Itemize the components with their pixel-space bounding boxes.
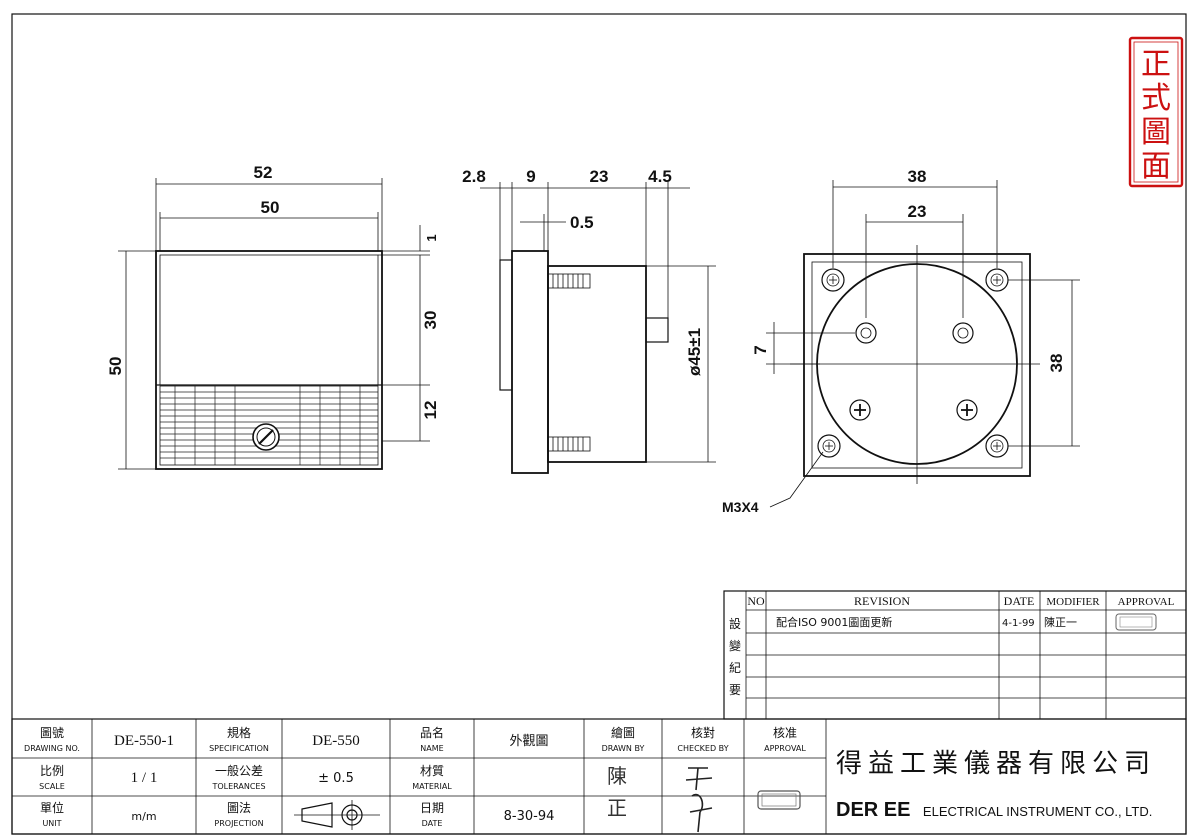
- revision-table: 設 變 紀 要 NO REVISION DATE MODIFIER APPROV…: [723, 590, 1187, 720]
- side-terminal: [645, 317, 669, 343]
- side-view: 2.8 9 23 4.5 0.5 ø45±1: [462, 167, 716, 474]
- spec-value: DE-550: [312, 733, 360, 749]
- drawing-no-label-cn: 圖號: [40, 726, 64, 740]
- dim-label: 12: [421, 401, 440, 420]
- revision-side-label: 紀: [729, 661, 741, 675]
- tolerances-label-cn: 一般公差: [215, 763, 263, 778]
- dim-label: 50: [261, 198, 280, 217]
- tolerances-label-en: TOLERANCES: [211, 782, 265, 791]
- terminal-screw-icon: [855, 322, 877, 344]
- dim-label: 52: [254, 163, 273, 182]
- side-glass: [499, 259, 513, 391]
- projection-label-cn: 圖法: [227, 801, 251, 815]
- dim-label: 1: [424, 234, 439, 241]
- company-name-rest: ELECTRICAL INSTRUMENT CO., LTD.: [923, 804, 1152, 819]
- dim-label: 9: [526, 167, 535, 186]
- dim-label: 23: [908, 202, 927, 221]
- company-name-en: DER EE ELECTRICAL INSTRUMENT CO., LTD.: [836, 799, 1152, 821]
- front-view: 52 50 50 30 12 1: [106, 163, 440, 470]
- approval-seal-icon: [1115, 613, 1157, 631]
- date-label-cn: 日期: [420, 801, 444, 815]
- unit-value: m/m: [131, 810, 156, 823]
- checked-by-label-en: CHECKED BY: [677, 744, 728, 753]
- unit-label-en: UNIT: [42, 819, 61, 828]
- date-value: 8-30-94: [504, 809, 555, 824]
- dim-label: 4.5: [648, 167, 672, 186]
- revision-header-modifier: MODIFIER: [1046, 596, 1100, 608]
- dim-label: 38: [908, 167, 927, 186]
- checker-signature-scribble: [685, 767, 713, 833]
- sheet-border: [11, 13, 1187, 835]
- stamp-char: 面: [1141, 149, 1171, 184]
- meter-window: [159, 254, 379, 386]
- company-brand: DER EE: [836, 799, 910, 821]
- terminal-stud-upper: [547, 273, 591, 289]
- name-value: 外觀圖: [509, 734, 548, 749]
- projection-label-en: PROJECTION: [214, 819, 263, 828]
- terminal-screw-icon: [952, 322, 974, 344]
- screw-spec-label: M3X4: [722, 499, 759, 515]
- revision-side-label: 設: [729, 616, 741, 631]
- zero-adjust-screw-icon: [252, 423, 280, 451]
- projection-symbol-icon: [294, 800, 380, 830]
- phillips-screw-icon: [956, 399, 978, 421]
- stamp-char: 式: [1141, 81, 1171, 116]
- stamp-char: 圖: [1141, 115, 1171, 150]
- material-label-cn: 材質: [420, 763, 444, 778]
- scale-value: 1 / 1: [131, 770, 158, 786]
- revision-side-label: 變: [729, 638, 741, 653]
- approval-label-en: APPROVAL: [764, 744, 806, 753]
- scale-label-en: SCALE: [39, 782, 65, 791]
- terminal-stud-lower: [547, 436, 591, 452]
- mounting-hole-icon: [817, 434, 841, 458]
- drawn-by-label-en: DRAWN BY: [602, 744, 645, 753]
- spec-label-en: SPECIFICATION: [209, 744, 269, 753]
- unit-label-cn: 單位: [40, 800, 64, 815]
- dim-label: 50: [106, 357, 125, 376]
- drawn-by-label-cn: 繪圖: [611, 725, 635, 740]
- revision-header-date: DATE: [1004, 594, 1035, 608]
- meter-face-outline: [155, 250, 383, 470]
- approval-label-cn: 核准: [773, 726, 797, 740]
- side-body: [547, 265, 647, 463]
- mounting-hole-icon: [821, 268, 845, 292]
- dim-label: 2.8: [462, 167, 486, 186]
- material-label-en: MATERIAL: [412, 782, 452, 791]
- drawing-no-label-en: DRAWING NO.: [24, 744, 80, 753]
- dim-label: ø45±1: [685, 328, 704, 376]
- dim-label: 23: [590, 167, 609, 186]
- revision-row-modifier: 陳正一: [1044, 616, 1077, 629]
- scale-label-cn: 比例: [40, 764, 64, 778]
- mounting-hole-icon: [985, 268, 1009, 292]
- mounting-hole-icon: [985, 434, 1009, 458]
- revision-row-text: 配合ISO 9001圖面更新: [776, 615, 892, 629]
- revision-row-date: 4-1-99: [1002, 618, 1035, 629]
- phillips-screw-icon: [849, 399, 871, 421]
- title-block: 圖號 DRAWING NO. DE-550-1 規格 SPECIFICATION…: [11, 718, 1187, 835]
- dim-label: 38: [1047, 354, 1066, 373]
- side-flange: [511, 250, 549, 474]
- checked-by-label-cn: 核對: [691, 726, 715, 740]
- spec-label-cn: 規格: [227, 725, 251, 740]
- drawn-signature-char: 正: [607, 796, 627, 820]
- name-label-cn: 品名: [420, 725, 444, 740]
- stamp-char: 正: [1141, 47, 1171, 82]
- company-name-cn: 得益工業儀器有限公司: [836, 749, 1156, 779]
- date-label-en: DATE: [422, 819, 443, 828]
- revision-header-no: NO: [747, 594, 765, 608]
- tolerances-value: ± 0.5: [318, 771, 354, 786]
- drawn-signature-char: 陳: [607, 764, 627, 788]
- official-drawing-stamp: 正 式 圖 面: [1128, 36, 1184, 188]
- rear-view: 38 23 38 7 M3X4: [722, 167, 1080, 515]
- drawing-no-value: DE-550-1: [114, 733, 174, 749]
- dim-label: 30: [421, 311, 440, 330]
- revision-side-label: 要: [729, 683, 741, 697]
- revision-header-approval: APPROVAL: [1118, 596, 1175, 608]
- approval-seal-icon: [757, 790, 801, 810]
- revision-header-revision: REVISION: [854, 594, 910, 608]
- dim-label: 7: [751, 345, 770, 354]
- dim-label: 0.5: [570, 213, 594, 232]
- name-label-en: NAME: [420, 744, 443, 753]
